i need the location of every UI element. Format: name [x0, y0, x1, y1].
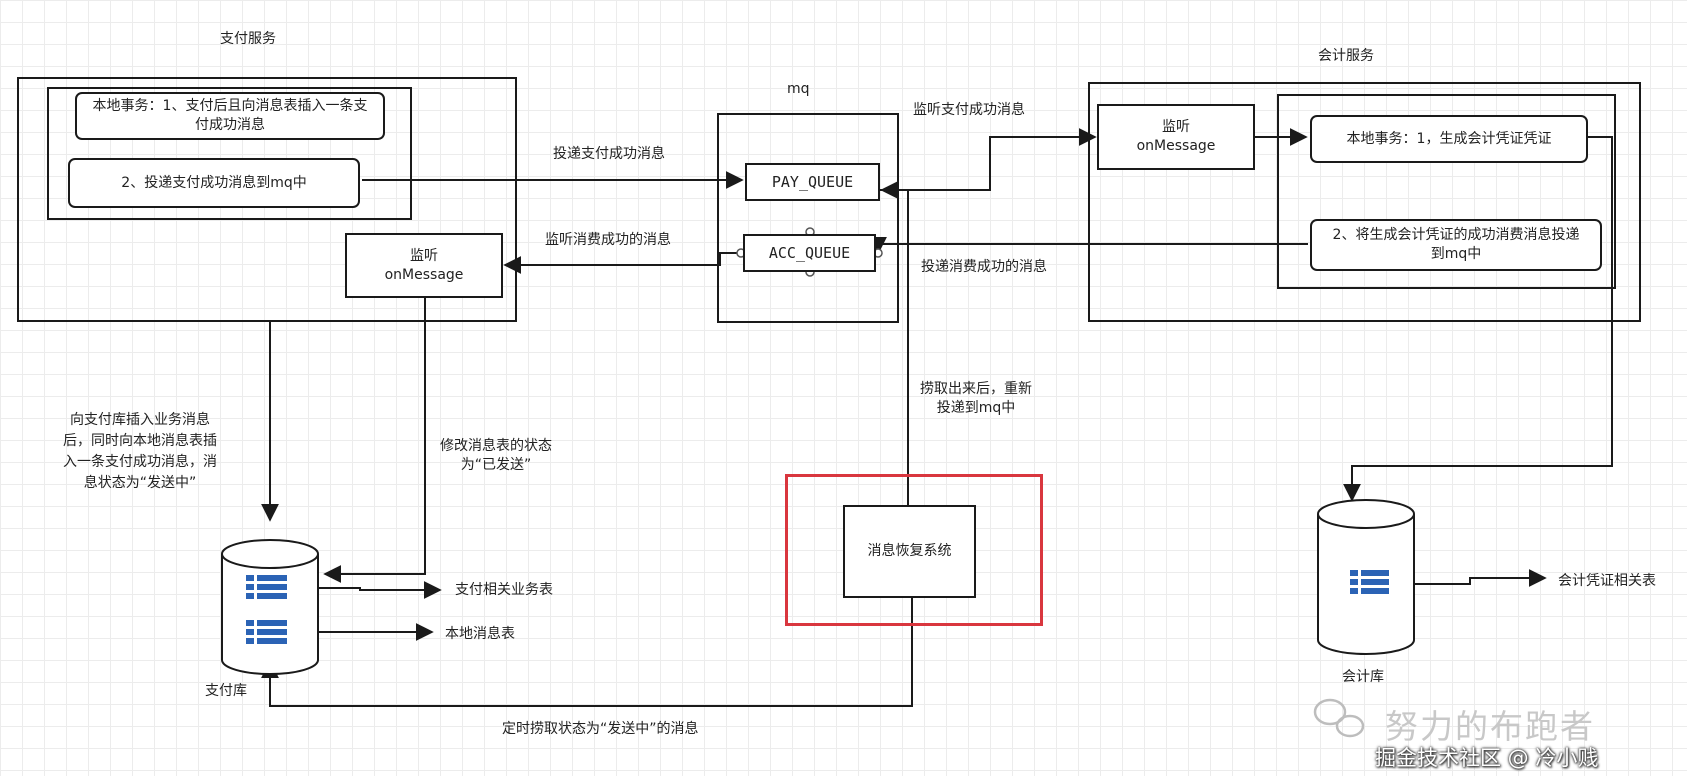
mq-title: mq	[787, 81, 810, 97]
payment-service-title: 支付服务	[220, 31, 276, 47]
payment-table1-icon	[246, 575, 287, 599]
payment-table2-label: 本地消息表	[445, 626, 515, 642]
label-update-status: 修改消息表的状态 为“已发送”	[440, 438, 552, 473]
edge-listen-pay-success	[880, 128, 1097, 191]
watermark-small-text: 掘金技术社区 @ 冷小贱	[1375, 746, 1599, 770]
pay-queue-box: PAY_QUEUE	[745, 163, 880, 201]
label-scheduled-fetch: 定时捞取状态为“发送中”的消息	[502, 721, 699, 737]
wechat-icon	[1313, 698, 1365, 738]
label-deliver-pay-success: 投递支付成功消息	[553, 146, 665, 162]
accounting-table1-label: 会计凭证相关表	[1558, 573, 1656, 589]
payment-local-transaction-frame	[47, 87, 412, 220]
payment-table2-icon	[246, 620, 287, 644]
payment-listener-box: 监听 onMessage	[345, 233, 503, 298]
accounting-local-transaction-frame	[1277, 94, 1616, 289]
payment-step2-box: 2、投递支付成功消息到mq中	[68, 158, 360, 208]
payment-service-frame	[17, 77, 517, 322]
accounting-db-name: 会计库	[1342, 669, 1384, 685]
accounting-service-frame	[1088, 82, 1641, 322]
recovery-highlight-frame	[785, 474, 1043, 626]
label-listen-pay-success: 监听支付成功消息	[913, 102, 1025, 118]
edge-update-status	[323, 298, 426, 583]
edge-listen-consume-success	[503, 252, 741, 274]
label-insert-business: 向支付库插入业务消息 后，同时向本地消息表插 入一条支付成功消息，消 息状态为“…	[63, 412, 217, 491]
accounting-step1-box: 本地事务：1，生成会计凭证凭证	[1310, 115, 1588, 163]
accounting-step2-box: 2、将生成会计凭证的成功消费消息投递到mq中	[1310, 219, 1602, 271]
edge-to-accounting-db	[1343, 136, 1613, 502]
edge-redeliver	[880, 181, 909, 505]
label-deliver-consume-success: 投递消费成功的消息	[921, 259, 1047, 275]
edge-table1	[290, 581, 442, 599]
recovery-system-box: 消息恢复系统	[843, 505, 976, 598]
payment-table1-label: 支付相关业务表	[455, 582, 553, 598]
accounting-service-title: 会计服务	[1318, 48, 1374, 64]
label-fetch-redeliver: 捞取出来后，重新 投递到mq中	[920, 381, 1032, 416]
edge-scheduled-fetch	[261, 598, 913, 707]
payment-db-name: 支付库	[205, 683, 247, 699]
watermark-large-text: 努力的布跑者	[1385, 707, 1595, 746]
edge-acc-table1	[1390, 569, 1547, 587]
payment-db-cylinder	[221, 539, 319, 675]
payment-step1-box: 本地事务：1、支付后且向消息表插入一条支付成功消息	[75, 92, 385, 140]
mq-frame	[717, 113, 899, 323]
acc-queue-box: ACC_QUEUE	[743, 234, 876, 272]
accounting-table1-icon	[1350, 570, 1389, 594]
accounting-listener-box: 监听 onMessage	[1097, 104, 1255, 170]
accounting-db-cylinder	[1317, 499, 1415, 655]
label-listen-consume-success: 监听消费成功的消息	[545, 232, 671, 248]
